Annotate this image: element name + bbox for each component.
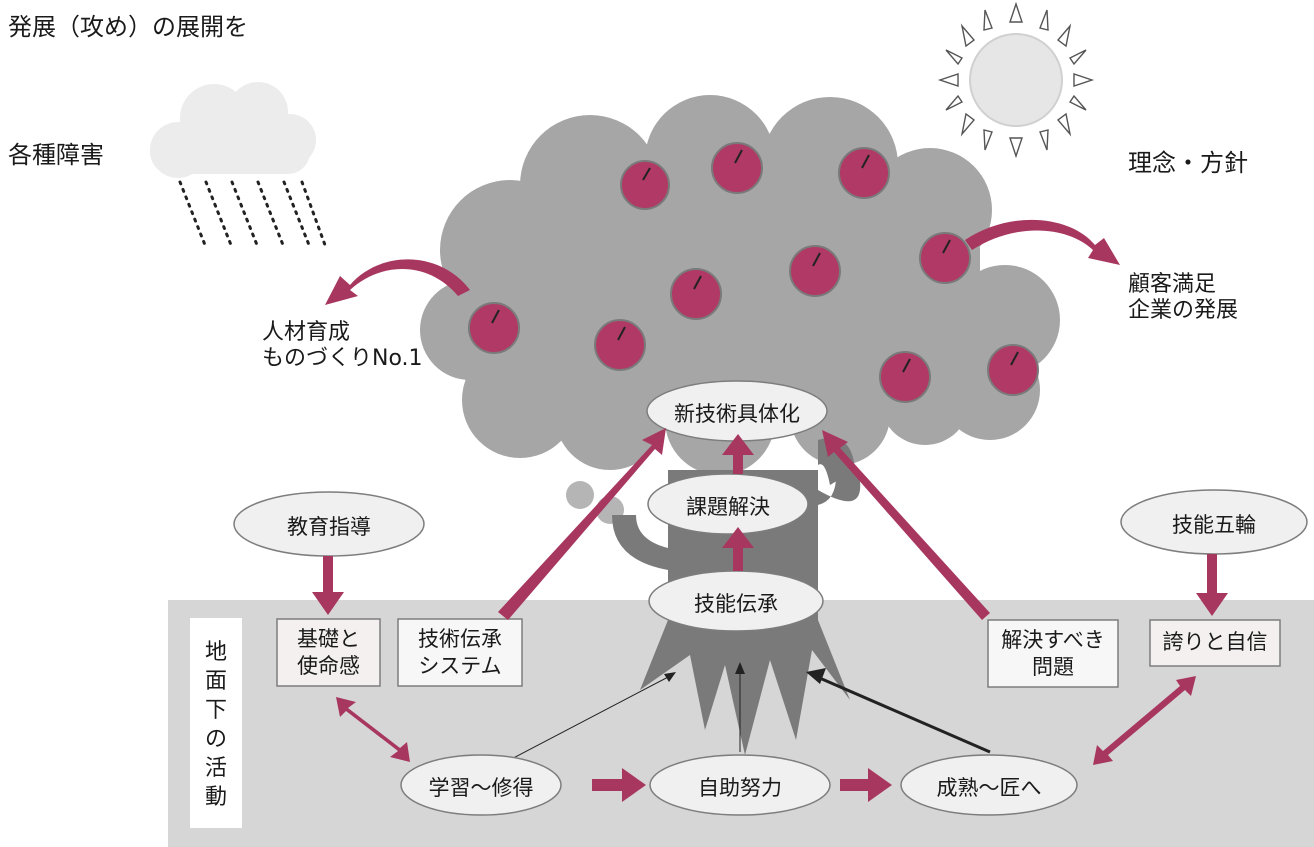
box-problems: 解決すべき 問題 bbox=[988, 627, 1118, 681]
underground-label: 地面下の活動 bbox=[204, 640, 227, 810]
label-right-result: 顧客満足 企業の発展 bbox=[1128, 272, 1238, 324]
node-skill-transfer: 技能伝承 bbox=[694, 592, 778, 616]
apple-icon bbox=[838, 147, 890, 199]
apple-icon bbox=[670, 268, 722, 320]
accent-arrows bbox=[312, 219, 1228, 802]
apple-icon bbox=[468, 302, 520, 354]
sun-icon bbox=[937, 1, 1095, 159]
node-education: 教育指導 bbox=[287, 515, 371, 539]
box-basics: 基礎と 使命感 bbox=[277, 626, 380, 680]
box-pride: 誇りと自信 bbox=[1162, 630, 1268, 654]
box-tech-system: 技術伝承 システム bbox=[398, 626, 522, 680]
box-problems-line1: 解決すべき bbox=[1001, 628, 1105, 652]
node-problem-solving: 課題解決 bbox=[686, 495, 770, 519]
rain-icon bbox=[178, 180, 327, 247]
node-maturity: 成熟～匠へ bbox=[936, 776, 1042, 800]
box-basics-line1: 基礎と bbox=[297, 627, 360, 651]
rect-boxes bbox=[190, 618, 1281, 828]
box-problems-line2: 問題 bbox=[1032, 655, 1074, 679]
node-new-tech: 新技術具体化 bbox=[674, 402, 800, 426]
heading-development: 発展（攻め）の展開を bbox=[8, 13, 248, 41]
label-left-result-line2: ものづくりNo.1 bbox=[262, 346, 423, 371]
cloud-icon bbox=[150, 82, 316, 178]
apple-icon bbox=[987, 344, 1039, 396]
box-tech-system-line1: 技術伝承 bbox=[418, 627, 502, 651]
label-right-result-line2: 企業の発展 bbox=[1128, 298, 1239, 323]
apples bbox=[468, 142, 1039, 403]
apple-icon bbox=[594, 319, 646, 371]
label-left-result: 人材育成 ものづくりNo.1 bbox=[262, 320, 423, 372]
label-right-result-line1: 顧客満足 bbox=[1128, 272, 1217, 297]
label-philosophy: 理念・方針 bbox=[1128, 149, 1248, 177]
node-skills-olympics: 技能五輪 bbox=[1172, 513, 1256, 537]
label-obstacles: 各種障害 bbox=[8, 141, 104, 169]
apple-icon bbox=[919, 232, 971, 284]
apple-icon bbox=[620, 160, 670, 210]
node-self-help: 自助努力 bbox=[698, 776, 782, 800]
thin-arrows bbox=[499, 662, 991, 766]
apple-icon bbox=[879, 351, 931, 403]
apple-icon bbox=[711, 142, 763, 194]
node-learning: 学習～修得 bbox=[428, 776, 534, 800]
label-left-result-line1: 人材育成 bbox=[262, 320, 351, 345]
box-basics-line2: 使命感 bbox=[297, 654, 360, 678]
apple-icon bbox=[789, 245, 841, 297]
box-tech-system-line2: システム bbox=[418, 654, 502, 678]
